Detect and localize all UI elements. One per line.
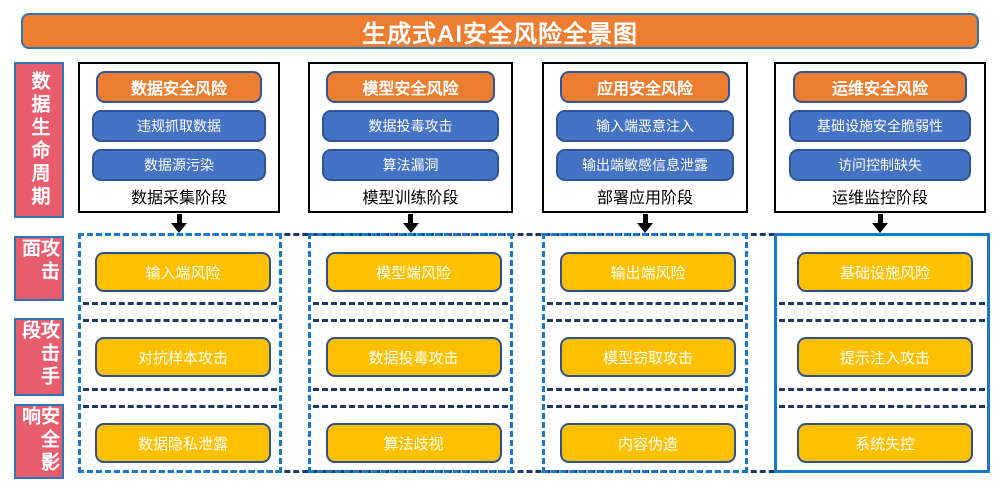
matrix-row-separator	[83, 302, 277, 305]
matrix-row-separator	[313, 405, 508, 408]
stage-label-data: 数据采集阶段	[130, 190, 227, 207]
down-arrow-icon	[872, 214, 888, 233]
matrix-cell-attack-surface-app: 输出端风险	[560, 252, 736, 292]
risk-box-app-1: 输出端敏感信息泄露	[556, 149, 734, 181]
arrow-stem	[642, 214, 648, 224]
risk-box-ops-1: 访问控制缺失	[788, 149, 972, 181]
matrix-cell-attack-surface-ops: 基础设施风险	[797, 252, 973, 292]
side-label-attack-surface: 攻击面	[14, 236, 64, 301]
page-title: 生成式AI安全风险全景图	[362, 20, 638, 48]
matrix-column-app: 输出端风险模型窃取攻击内容伪造	[542, 233, 748, 473]
risk-box-data-1: 数据源污染	[91, 149, 267, 181]
lifecycle-card-data: 数据安全风险违规抓取数据数据源污染数据采集阶段	[78, 62, 280, 213]
risk-box-model-1: 算法漏洞	[322, 149, 499, 181]
arrow-stem	[877, 214, 883, 224]
arrow-stem	[408, 214, 413, 224]
stage-label-app: 部署应用阶段	[596, 190, 693, 207]
matrix-row-separator	[779, 388, 985, 391]
risk-box-model-0: 数据投毒攻击	[322, 110, 499, 142]
arrow-head	[402, 223, 419, 233]
matrix-cell-attack-method-data: 对抗样本攻击	[95, 337, 271, 377]
matrix-row-separator	[779, 405, 985, 408]
matrix-cell-security-impact-ops: 系统失控	[797, 423, 973, 463]
card-header-model: 模型安全风险	[326, 71, 495, 103]
arrow-head	[637, 223, 653, 233]
matrix-column-data: 输入端风险对抗样本攻击数据隐私泄露	[78, 233, 282, 473]
card-header-app: 应用安全风险	[560, 71, 730, 103]
matrix-column-model: 模型端风险数据投毒攻击算法歧视	[308, 233, 513, 473]
down-arrow-icon	[637, 214, 653, 233]
arrow-head	[872, 223, 888, 233]
lifecycle-card-model: 模型安全风险数据投毒攻击算法漏洞模型训练阶段	[308, 62, 513, 213]
matrix-row-separator	[547, 319, 743, 322]
matrix-cell-security-impact-model: 算法歧视	[325, 423, 502, 463]
matrix-row-separator	[547, 405, 743, 408]
stage-label-model: 模型训练阶段	[362, 190, 459, 207]
matrix-cell-attack-method-app: 模型窃取攻击	[560, 337, 736, 377]
matrix-cell-security-impact-data: 数据隐私泄露	[95, 423, 271, 463]
down-arrow-icon	[171, 214, 187, 233]
lifecycle-card-ops: 运维安全风险基础设施安全脆弱性访问控制缺失运维监控阶段	[774, 62, 986, 213]
stage-label-ops: 运维监控阶段	[831, 190, 928, 207]
arrow-stem	[176, 214, 182, 224]
matrix-row-separator	[547, 388, 743, 391]
matrix-cell-attack-method-ops: 提示注入攻击	[797, 337, 973, 377]
matrix-row-separator	[547, 302, 743, 305]
matrix-row-separator	[779, 302, 985, 305]
matrix-row-separator	[779, 319, 985, 322]
risk-box-app-0: 输入端恶意注入	[556, 110, 734, 142]
matrix-column-ops: 基础设施风险提示注入攻击系统失控	[774, 233, 990, 473]
risk-box-data-0: 违规抓取数据	[91, 110, 267, 142]
side-label-security-impact: 安全影响	[14, 404, 64, 479]
risk-box-ops-0: 基础设施安全脆弱性	[788, 110, 972, 142]
lifecycle-card-app: 应用安全风险输入端恶意注入输出端敏感信息泄露部署应用阶段	[542, 62, 748, 213]
matrix-cell-attack-method-model: 数据投毒攻击	[325, 337, 502, 377]
down-arrow-icon	[402, 214, 419, 233]
side-label-attack-method: 攻击手段	[14, 318, 64, 396]
card-header-ops: 运维安全风险	[792, 71, 968, 103]
side-label-lifecycle-text: 数据生命周期	[28, 71, 50, 209]
matrix-cell-security-impact-app: 内容伪造	[560, 423, 736, 463]
matrix-cell-attack-surface-data: 输入端风险	[95, 252, 271, 292]
page-title-banner: 生成式AI安全风险全景图	[21, 13, 979, 49]
side-label-attack-surface-text: 攻击面	[19, 238, 59, 284]
risk-matrix: 输入端风险对抗样本攻击数据隐私泄露模型端风险数据投毒攻击算法歧视输出端风险模型窃…	[78, 233, 990, 473]
matrix-row-separator	[313, 388, 508, 391]
side-label-security-impact-text: 安全影响	[19, 406, 59, 475]
matrix-row-separator	[83, 388, 277, 391]
arrow-head	[171, 223, 187, 233]
matrix-row-separator	[83, 405, 277, 408]
card-header-data: 数据安全风险	[95, 71, 263, 103]
matrix-row-separator	[313, 319, 508, 322]
side-label-attack-method-text: 攻击手段	[19, 320, 59, 389]
side-label-lifecycle: 数据生命周期	[14, 62, 64, 218]
matrix-row-separator	[83, 319, 277, 322]
matrix-cell-attack-surface-model: 模型端风险	[325, 252, 502, 292]
matrix-row-separator	[313, 302, 508, 305]
